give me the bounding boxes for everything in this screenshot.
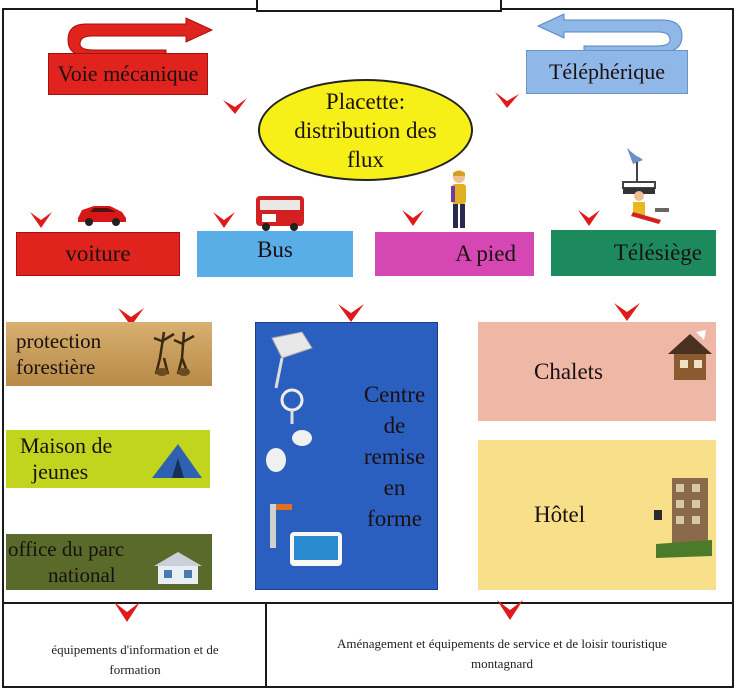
exercise-equipment-icon bbox=[266, 331, 342, 566]
footer-divider-top bbox=[2, 602, 734, 604]
telepherique-box: Téléphérique bbox=[526, 50, 688, 94]
footer-right-line-1: Aménagement et équipements de service et… bbox=[337, 636, 667, 651]
hub-line-2: distribution des bbox=[294, 117, 437, 143]
voiture-label: voiture bbox=[65, 241, 131, 266]
voiture-box: voiture bbox=[16, 232, 180, 276]
arrow-down-icon bbox=[338, 304, 364, 322]
chalets-label: Chalets bbox=[534, 358, 603, 384]
footer-left-note: équipements d'information et de formatio… bbox=[10, 640, 260, 680]
bus-label: Bus bbox=[257, 237, 293, 262]
bus-icon bbox=[256, 196, 304, 231]
arrow-down-icon bbox=[614, 303, 640, 321]
telepherique-label: Téléphérique bbox=[548, 59, 666, 84]
centre-label-1: Centre bbox=[363, 381, 426, 407]
bus-box: Bus bbox=[197, 231, 353, 277]
protection-forestiere-box: protection forestière bbox=[6, 322, 212, 386]
placette-hub: Placette: distribution des flux bbox=[258, 79, 473, 181]
car-icon bbox=[78, 206, 126, 226]
tent-icon bbox=[152, 444, 202, 478]
centre-label-3: remise bbox=[363, 443, 426, 469]
arrow-down-icon bbox=[114, 602, 140, 622]
arrow-down-icon bbox=[223, 98, 247, 114]
arrow-down-icon bbox=[495, 92, 519, 108]
telesiege-label: Télésiège bbox=[613, 240, 702, 265]
office-label-2: national bbox=[48, 563, 116, 587]
hiker-icon bbox=[451, 170, 466, 228]
hub-line-1: Placette: bbox=[325, 88, 406, 114]
centre-label-5: forme bbox=[367, 505, 422, 531]
telesiege-box: Télésiège bbox=[551, 230, 716, 276]
maison-label-2: jeunes bbox=[32, 459, 89, 484]
protection-label-1: protection bbox=[16, 329, 102, 353]
title-tab bbox=[256, 0, 502, 12]
u-turn-arrow-icon bbox=[536, 13, 683, 53]
tree-roots-icon bbox=[153, 331, 195, 376]
centre-label-4: en bbox=[383, 474, 406, 500]
voie-mecanique-box: Voie mécanique bbox=[48, 53, 208, 95]
footer-right-note: Aménagement et équipements de service et… bbox=[272, 634, 732, 674]
chairlift-icon bbox=[622, 148, 669, 224]
voie-mecanique-label: Voie mécanique bbox=[57, 61, 199, 86]
maison-label-1: Maison de bbox=[20, 433, 113, 458]
arrow-down-icon bbox=[213, 212, 235, 228]
arrow-down-icon bbox=[30, 212, 52, 228]
chalet-icon bbox=[668, 330, 712, 380]
arrow-down-icon bbox=[118, 308, 144, 326]
hotel-building-icon bbox=[654, 478, 712, 558]
hub-line-3: flux bbox=[346, 146, 385, 172]
footer-left-line-2: formation bbox=[109, 662, 161, 677]
office-label-1: office du parc bbox=[8, 537, 125, 561]
footer-divider-middle bbox=[265, 602, 267, 688]
centre-label-2: de bbox=[383, 412, 406, 438]
centre-remise-en-forme-box: Centre de remise en forme bbox=[255, 322, 438, 590]
footer-right-line-2: montagnard bbox=[470, 656, 534, 671]
a-pied-label: A pied bbox=[455, 241, 516, 266]
u-turn-arrow-icon bbox=[67, 17, 214, 57]
house-icon bbox=[154, 552, 202, 584]
arrow-down-icon bbox=[578, 210, 600, 226]
arrow-down-icon bbox=[497, 600, 523, 620]
arrow-down-icon bbox=[402, 210, 424, 226]
a-pied-box: A pied bbox=[375, 232, 534, 276]
footer-left-line-1: équipements d'information et de bbox=[51, 642, 219, 657]
hotel-label: Hôtel bbox=[534, 502, 586, 527]
protection-label-2: forestière bbox=[16, 355, 96, 379]
